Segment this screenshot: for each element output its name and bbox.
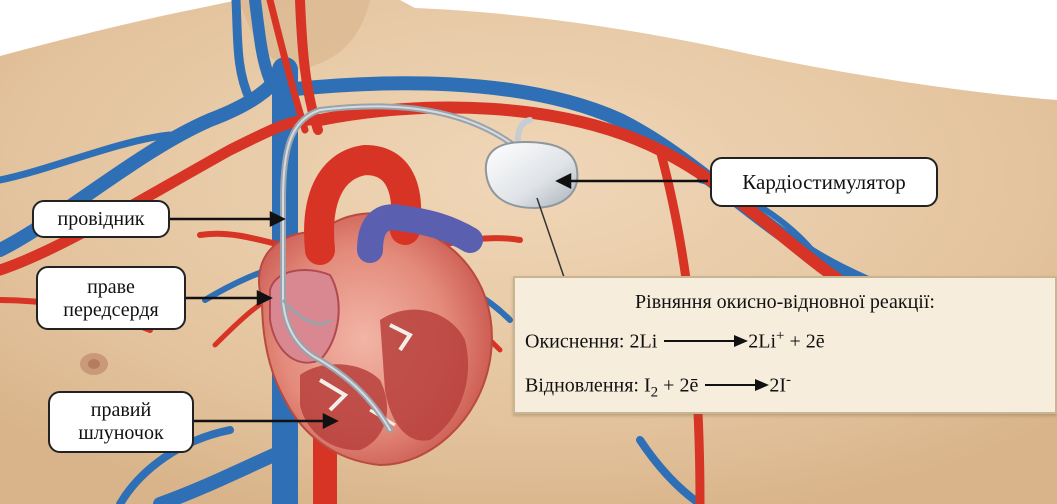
label-right-ventricle-text: правий шлуночок [78,399,163,444]
reaction-arrow-icon [703,379,769,391]
label-right-ventricle: правий шлуночок [48,391,194,453]
oxidation-product: 2Li [748,331,776,353]
reduction-equation: Відновлення: I2 + 2ē 2I- [525,372,791,402]
label-pacemaker: Кардіостимулятор [710,157,938,207]
label-right-atrium-text: праве передсердя [63,276,158,321]
label-conductor-text: провідник [57,208,144,230]
reaction-arrow-icon [662,335,748,347]
reduction-plus: + [663,375,674,397]
label-pacemaker-text: Кардіостимулятор [742,170,905,194]
reduction-reactant: I [644,375,651,397]
oxidation-product-charge: + [776,328,784,344]
oxidation-electrons: 2ē [806,331,825,353]
oxidation-plus: + [790,331,801,353]
label-conductor: провідник [32,200,170,238]
reduction-product-charge: - [786,372,791,388]
reduction-reactant-subscript: 2 [651,385,659,401]
oxidation-reactant: 2Li [629,331,657,353]
reduction-product: 2I [769,375,786,397]
reduction-label: Відновлення: [525,375,639,397]
label-right-atrium: праве передсердя [36,266,186,330]
reduction-electrons: 2ē [679,375,698,397]
oxidation-equation: Окиснення: 2Li 2Li+ + 2ē [525,328,825,354]
equation-title: Рівняння окисно-відновної реакції: [515,291,1055,314]
oxidation-label: Окиснення: [525,331,624,353]
redox-equation-box: Рівняння окисно-відновної реакції: Окисн… [513,276,1057,414]
